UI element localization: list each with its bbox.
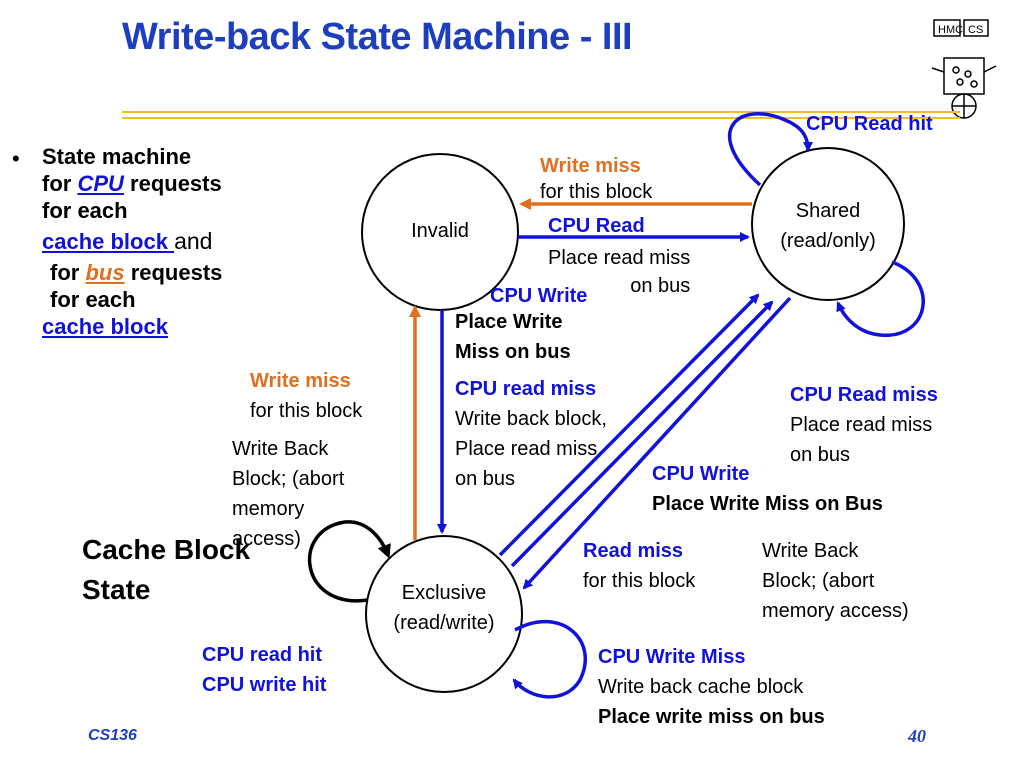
bullet-dot: •	[12, 146, 20, 171]
footer-page-number: 40	[908, 726, 926, 746]
state-shared-label: Shared (read/only)	[780, 200, 876, 252]
state-shared-circle	[751, 147, 905, 301]
label-cpu-read-hit: CPU Read hit	[806, 113, 933, 135]
state-invalid-label: Invalid	[411, 220, 469, 242]
label-write-miss-left: Write miss for this block	[250, 370, 363, 422]
label-cpu-read-miss-shared: CPU Read miss Place read miss on bus	[790, 384, 938, 466]
label-write-miss-top: Write miss for this block	[540, 155, 653, 203]
label-cpu-read: CPU Read Place read miss on bus	[548, 215, 691, 297]
slide-title: Write-back State Machine - III	[122, 16, 633, 58]
bullet-line-1: State machine	[42, 144, 192, 169]
loop-shared-read-miss	[836, 260, 925, 337]
cpu-link[interactable]: CPU	[77, 171, 124, 196]
bullet-line-3: for each	[42, 198, 128, 223]
label-place-write-miss: Place Write Miss on bus	[455, 311, 571, 363]
label-cpu-read-miss: CPU read miss Write back block, Place re…	[455, 378, 607, 490]
loop-shared-read-hit	[727, 112, 813, 187]
cache-block-state-label: Cache Block State	[82, 534, 251, 605]
bullet-line-7: cache block	[42, 313, 222, 340]
label-cpu-write-miss: CPU Write Miss Write back cache block Pl…	[598, 646, 825, 728]
loop-exclusive-write-miss	[512, 619, 587, 699]
arrow-shared-to-exclusive	[522, 296, 792, 590]
label-write-back-right: Write Back Block; (abort memory access)	[762, 540, 909, 622]
footer-course: CS136	[88, 727, 137, 744]
cache-block-link-1[interactable]: cache block	[42, 229, 175, 254]
label-cpu-write-shared: CPU Write Place Write Miss on Bus	[652, 463, 883, 515]
label-cpu-write: CPU Write	[490, 285, 588, 307]
state-invalid-circle	[361, 153, 519, 311]
arrow-exclusive-to-shared-2	[510, 300, 774, 568]
state-exclusive-circle	[365, 535, 523, 693]
label-cpu-hits: CPU read hit CPU write hit	[202, 644, 327, 696]
arrow-exclusive-to-shared	[498, 293, 760, 557]
bullet-line-2: for CPU requests	[42, 171, 222, 196]
bullet-line-4: cache block and	[42, 228, 213, 254]
bullet-text: State machine for CPU requests for each …	[42, 143, 222, 340]
cache-block-link-2[interactable]: cache block	[42, 314, 168, 339]
label-read-miss: Read miss for this block	[583, 540, 696, 592]
bullet-line-5: for bus requests	[50, 260, 223, 285]
bus-link[interactable]: bus	[85, 260, 125, 285]
label-write-back-left: Write Back Block; (abort memory access)	[232, 438, 345, 550]
state-exclusive-label: Exclusive (read/write)	[393, 582, 495, 634]
bullet-line-6: for each	[50, 287, 136, 312]
loop-exclusive-hit	[308, 520, 391, 603]
